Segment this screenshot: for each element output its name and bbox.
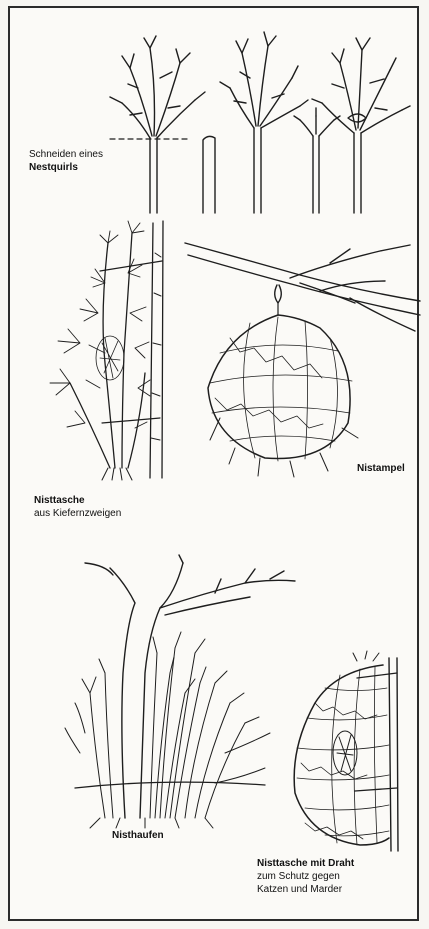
nisttasche-kiefer-label-line2: aus Kiefernzweigen — [34, 508, 121, 520]
nestquirl-label-line1: Schneiden eines — [29, 149, 103, 161]
nisttasche-kiefer-illustration — [10, 213, 190, 483]
nisttasche-draht-label-line3: Katzen und Marder — [257, 884, 342, 896]
illustration-panel: Schneiden eines Nestquirls — [8, 6, 419, 921]
nisttasche-kiefer-label-line1: Nisttasche — [34, 495, 85, 507]
nestquirl-label-line2: Nestquirls — [29, 162, 78, 174]
nisttasche-draht-label-line2: zum Schutz gegen — [257, 871, 340, 883]
nisthaufen-label: Nisthaufen — [112, 830, 164, 842]
nisttasche-draht-label-line1: Nisttasche mit Draht — [257, 858, 354, 870]
nistampel-label: Nistampel — [357, 463, 405, 475]
nisttasche-draht-illustration — [265, 653, 400, 853]
nestquirl-pruning-illustration — [10, 8, 421, 213]
nistampel-illustration — [180, 223, 421, 483]
